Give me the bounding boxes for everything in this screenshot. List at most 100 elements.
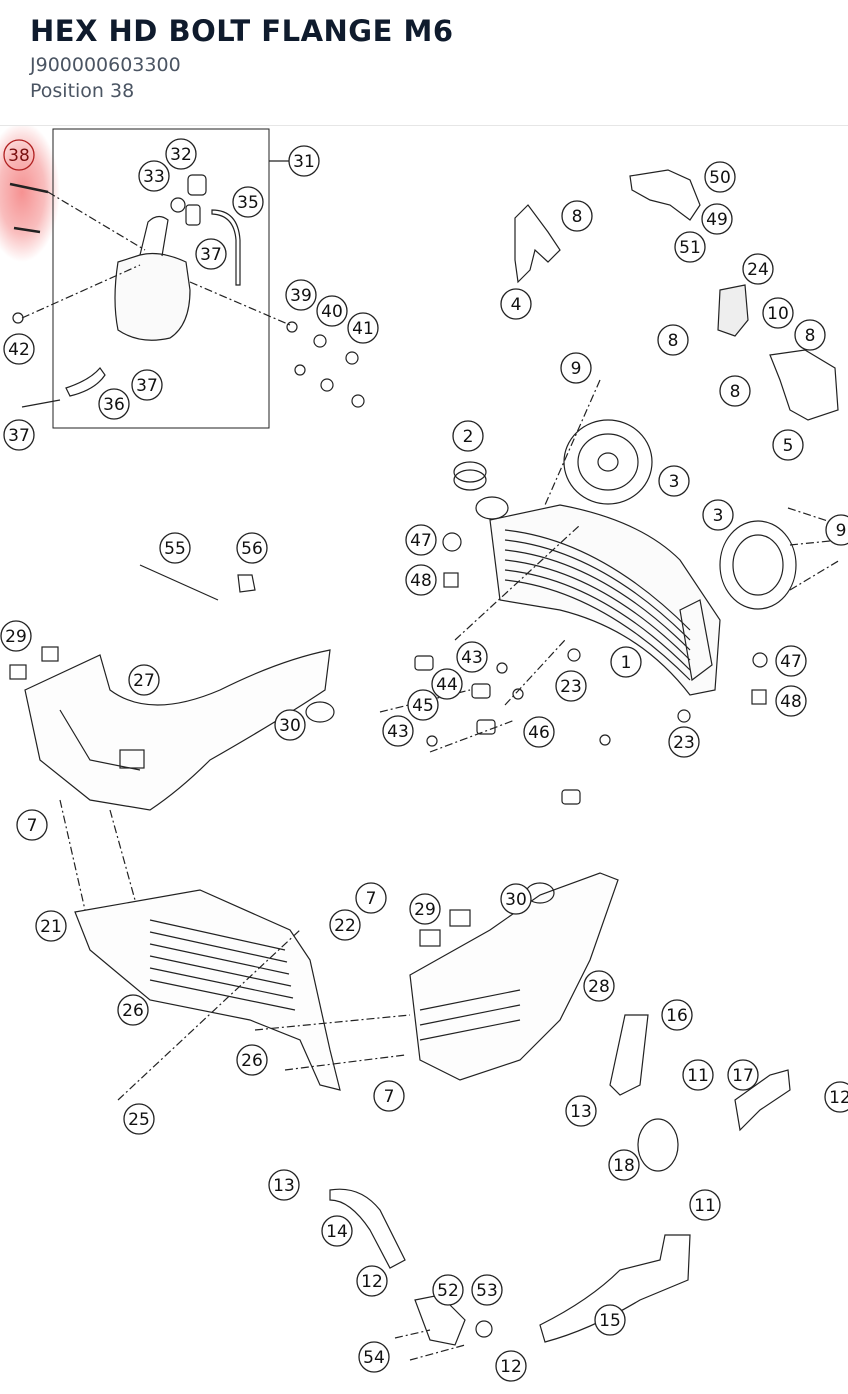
part-title: HEX HD BOLT FLANGE M6 xyxy=(30,14,454,48)
callout-label: 11 xyxy=(694,1196,716,1216)
callout-circle xyxy=(555,670,587,702)
callout-26[interactable]: 26 xyxy=(236,1044,268,1076)
callout-37[interactable]: 37 xyxy=(3,419,35,451)
callout-47[interactable]: 47 xyxy=(775,645,807,677)
callout-29[interactable]: 29 xyxy=(0,620,32,652)
callout-40[interactable]: 40 xyxy=(316,295,348,327)
callout-8[interactable]: 8 xyxy=(561,200,593,232)
callout-30[interactable]: 30 xyxy=(500,883,532,915)
callout-circle xyxy=(0,620,32,652)
callout-29[interactable]: 29 xyxy=(409,893,441,925)
callout-37[interactable]: 37 xyxy=(131,369,163,401)
callout-3[interactable]: 3 xyxy=(702,499,734,531)
callout-50[interactable]: 50 xyxy=(704,161,736,193)
callout-11[interactable]: 11 xyxy=(682,1059,714,1091)
callout-8[interactable]: 8 xyxy=(657,324,689,356)
callout-56[interactable]: 56 xyxy=(236,532,268,564)
callout-circle xyxy=(742,253,774,285)
callout-45[interactable]: 45 xyxy=(407,689,439,721)
callout-27[interactable]: 27 xyxy=(128,664,160,696)
callout-13[interactable]: 13 xyxy=(268,1169,300,1201)
callout-label: 41 xyxy=(352,319,374,339)
callout-55[interactable]: 55 xyxy=(159,532,191,564)
callout-28[interactable]: 28 xyxy=(583,970,615,1002)
callout-circle xyxy=(117,994,149,1026)
callout-label: 15 xyxy=(599,1311,621,1331)
callout-12[interactable]: 12 xyxy=(824,1081,848,1113)
callout-36[interactable]: 36 xyxy=(98,388,130,420)
callout-circle xyxy=(719,375,751,407)
callout-30[interactable]: 30 xyxy=(274,709,306,741)
callout-15[interactable]: 15 xyxy=(594,1304,626,1336)
callout-7[interactable]: 7 xyxy=(373,1080,405,1112)
callout-circle xyxy=(236,1044,268,1076)
callout-16[interactable]: 16 xyxy=(661,999,693,1031)
callout-38[interactable]: 38 xyxy=(3,139,35,171)
callout-39[interactable]: 39 xyxy=(285,279,317,311)
callout-43[interactable]: 43 xyxy=(382,715,414,747)
callout-8[interactable]: 8 xyxy=(794,319,826,351)
callout-14[interactable]: 14 xyxy=(321,1215,353,1247)
callout-circle xyxy=(405,524,437,556)
callout-circle xyxy=(500,883,532,915)
callout-label: 12 xyxy=(500,1357,522,1377)
callout-31[interactable]: 31 xyxy=(288,145,320,177)
callout-11[interactable]: 11 xyxy=(689,1189,721,1221)
callout-24[interactable]: 24 xyxy=(742,253,774,285)
callout-circle xyxy=(373,1080,405,1112)
callout-9[interactable]: 9 xyxy=(560,352,592,384)
callout-circle xyxy=(658,465,690,497)
callout-41[interactable]: 41 xyxy=(347,312,379,344)
callout-circle xyxy=(321,1215,353,1247)
callout-44[interactable]: 44 xyxy=(431,668,463,700)
part-linework xyxy=(9,128,841,1361)
callout-3[interactable]: 3 xyxy=(658,465,690,497)
callout-9[interactable]: 9 xyxy=(825,514,848,546)
callout-12[interactable]: 12 xyxy=(356,1265,388,1297)
callout-49[interactable]: 49 xyxy=(701,203,733,235)
callout-7[interactable]: 7 xyxy=(16,809,48,841)
callout-10[interactable]: 10 xyxy=(762,297,794,329)
callout-52[interactable]: 52 xyxy=(432,1274,464,1306)
callout-48[interactable]: 48 xyxy=(775,685,807,717)
callout-25[interactable]: 25 xyxy=(123,1103,155,1135)
callout-8[interactable]: 8 xyxy=(719,375,751,407)
callout-37[interactable]: 37 xyxy=(195,238,227,270)
callout-23[interactable]: 23 xyxy=(555,670,587,702)
callout-circle xyxy=(288,145,320,177)
callout-23[interactable]: 23 xyxy=(668,726,700,758)
callout-circle xyxy=(594,1304,626,1336)
callout-13[interactable]: 13 xyxy=(565,1095,597,1127)
callout-circle xyxy=(668,726,700,758)
callout-53[interactable]: 53 xyxy=(471,1274,503,1306)
callout-17[interactable]: 17 xyxy=(727,1059,759,1091)
callout-circle xyxy=(128,664,160,696)
callout-12[interactable]: 12 xyxy=(495,1350,527,1382)
callout-22[interactable]: 22 xyxy=(329,909,361,941)
callout-4[interactable]: 4 xyxy=(500,288,532,320)
callout-circle xyxy=(775,645,807,677)
callout-33[interactable]: 33 xyxy=(138,160,170,192)
callout-35[interactable]: 35 xyxy=(232,186,264,218)
callout-label: 8 xyxy=(730,382,741,402)
callout-1[interactable]: 1 xyxy=(610,646,642,678)
callout-circle xyxy=(285,279,317,311)
callout-circle xyxy=(3,333,35,365)
callout-51[interactable]: 51 xyxy=(674,231,706,263)
callout-46[interactable]: 46 xyxy=(523,716,555,748)
callout-circle xyxy=(772,429,804,461)
callout-48[interactable]: 48 xyxy=(405,564,437,596)
callout-54[interactable]: 54 xyxy=(358,1341,390,1373)
callout-label: 21 xyxy=(40,917,62,937)
callout-5[interactable]: 5 xyxy=(772,429,804,461)
callout-43[interactable]: 43 xyxy=(456,641,488,673)
callout-26[interactable]: 26 xyxy=(117,994,149,1026)
callout-21[interactable]: 21 xyxy=(35,910,67,942)
callout-42[interactable]: 42 xyxy=(3,333,35,365)
callout-32[interactable]: 32 xyxy=(165,138,197,170)
callout-47[interactable]: 47 xyxy=(405,524,437,556)
callout-label: 3 xyxy=(713,506,724,526)
callout-2[interactable]: 2 xyxy=(452,420,484,452)
callout-7[interactable]: 7 xyxy=(355,882,387,914)
callout-18[interactable]: 18 xyxy=(608,1149,640,1181)
